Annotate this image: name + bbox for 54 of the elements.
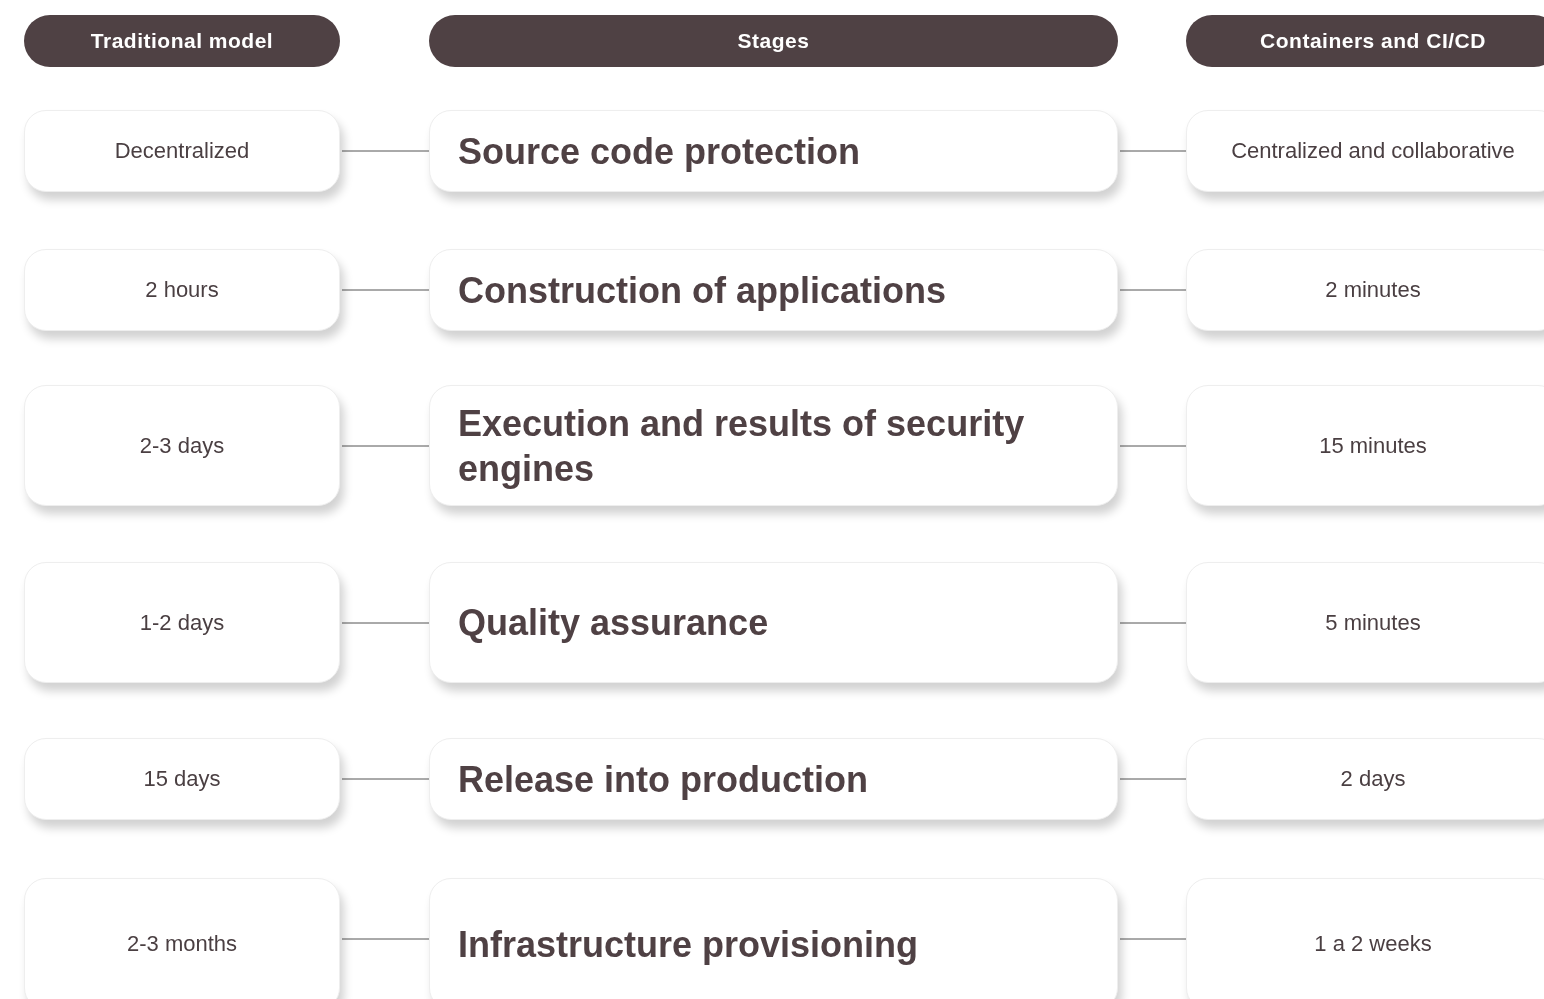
value-box [1186, 110, 1544, 192]
value-box [1186, 878, 1544, 999]
stage-title: Source code protection [458, 129, 861, 174]
stage-title: Infrastructure provisioning [458, 922, 919, 967]
value-text: 5 minutes [1325, 609, 1421, 636]
connector-line [341, 778, 430, 780]
value-text: 2 days [1340, 766, 1406, 792]
value-box [1186, 249, 1544, 331]
value-box [24, 878, 340, 999]
connector-line [341, 150, 430, 152]
stage-title: Release into production [458, 757, 869, 802]
value-box [24, 249, 340, 331]
connector-line [1119, 150, 1187, 152]
connector-line [341, 289, 430, 291]
value-box [24, 738, 340, 820]
stage-box [429, 110, 1118, 192]
stage-box [429, 562, 1118, 683]
stage-title: Construction of applications [458, 268, 946, 313]
connector-line [1119, 938, 1187, 940]
connector-line [341, 622, 430, 624]
stage-box [429, 738, 1118, 820]
stage-box [429, 385, 1118, 506]
stage-title: Execution and results of security engines [458, 401, 1026, 491]
value-text: 15 minutes [1319, 432, 1427, 459]
connector-line [1119, 622, 1187, 624]
value-box [1186, 738, 1544, 820]
stage-box [429, 249, 1118, 331]
header-text: Containers and CI/CD [1260, 29, 1486, 53]
value-text: 2-3 days [139, 432, 225, 459]
column-header [429, 15, 1118, 67]
value-text: 2-3 months [126, 931, 238, 957]
stage-box [429, 878, 1118, 999]
connector-line [1119, 289, 1187, 291]
column-header [1186, 15, 1544, 67]
value-text: 2 hours [145, 277, 219, 303]
value-box [24, 385, 340, 506]
connector-line [341, 445, 430, 447]
value-text: 2 minutes [1325, 277, 1421, 303]
value-text: 1-2 days [139, 609, 225, 636]
value-box [1186, 562, 1544, 683]
connector-line [1119, 778, 1187, 780]
value-text: 1 a 2 weeks [1314, 931, 1432, 957]
value-text: Centralized and collaborative [1231, 138, 1515, 164]
connector-line [341, 938, 430, 940]
connector-line [1119, 445, 1187, 447]
header-text: Stages [737, 29, 810, 53]
stage-title: Quality assurance [458, 601, 769, 645]
value-box [24, 562, 340, 683]
value-text: 15 days [143, 766, 221, 792]
value-box [24, 110, 340, 192]
column-header [24, 15, 340, 67]
value-box [1186, 385, 1544, 506]
value-text: Decentralized [114, 138, 250, 164]
header-text: Traditional model [90, 29, 274, 53]
